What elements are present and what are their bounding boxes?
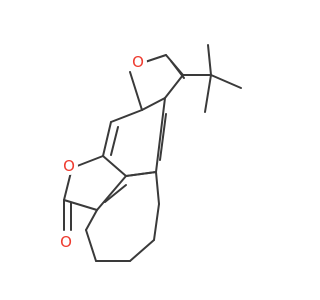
bond-seven-ring-top: [125, 171, 157, 177]
bond-seven-ring-right-lower: [153, 203, 160, 241]
carbonyl-oxygen-background: [57, 233, 75, 251]
furan-oxygen-atom: O: [129, 53, 147, 71]
lactone-ring-oxygen-background: [60, 157, 78, 175]
bond-tbu-methyl-top: [207, 44, 212, 76]
lactone-ring-oxygen-atom: O: [60, 157, 78, 175]
bond-seven-ring-left: [85, 209, 98, 231]
bond-furan-o-to-c7a: [129, 71, 143, 111]
bond-c4-c3a-double: [159, 113, 167, 161]
bond-tbu-methyl-right: [210, 74, 242, 89]
carbonyl-oxygen-atom: O: [57, 233, 75, 251]
furan-oxygen-label: O: [132, 53, 144, 71]
bond-c3a-c7a: [141, 97, 166, 111]
bond-furan-o-to-c2: [144, 54, 167, 63]
furan-oxygen-background: [129, 53, 147, 71]
carbonyl-oxygen-label: O: [60, 233, 72, 251]
bond-skeleton: [63, 44, 242, 262]
bond-c7-c6: [102, 121, 112, 157]
bond-c7a-c7: [110, 109, 143, 123]
bond-c3-c4-double: [104, 184, 127, 203]
bond-carbonyl-c-c3: [63, 199, 98, 211]
bond-c6-c5: [102, 155, 127, 177]
bond-seven-ring-bottom-right: [129, 239, 155, 262]
molecule-structure-diagram: O O O: [57, 44, 242, 262]
bond-seven-ring-bottom-left: [85, 229, 97, 262]
bond-c7-c6-double: [110, 126, 119, 156]
bond-tbu-methyl-bottom: [204, 74, 212, 113]
bond-seven-ring-right: [155, 171, 160, 205]
bond-c3-c4: [96, 175, 127, 211]
atom-labels: O O O: [57, 53, 147, 251]
lactone-ring-oxygen-label: O: [63, 157, 75, 175]
bond-c4-c3a: [155, 97, 166, 173]
bond-c3-c3a: [164, 74, 184, 99]
